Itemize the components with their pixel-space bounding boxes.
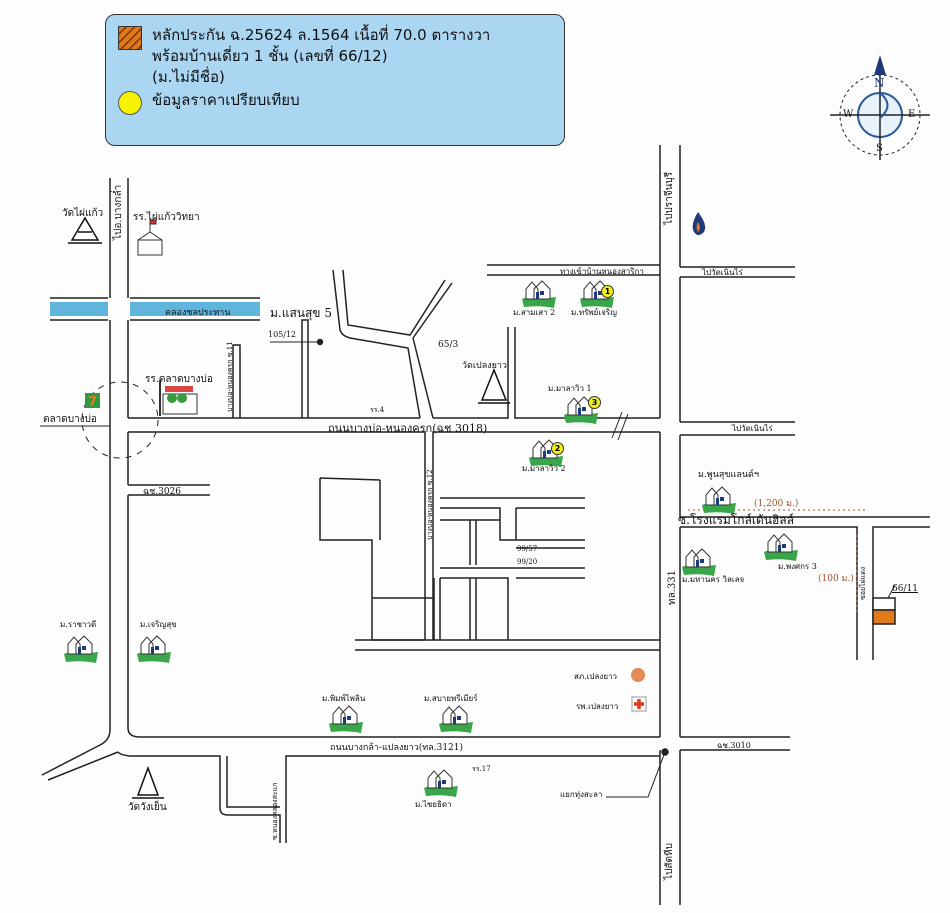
road-bangkham-right — [127, 178, 660, 738]
label-hospital-plongyao: รพ.เปลงยาว — [576, 702, 619, 711]
comparable-swatch-icon — [118, 91, 142, 115]
map-legend: หลักประกัน ฉ.25624 ล.1564 เนื้อที่ 70.0 … — [105, 14, 565, 146]
label-school-17: รร.17 — [472, 765, 491, 773]
label-mu-rachawadi: ม.ราชาวดี — [60, 620, 97, 629]
village-house-icon — [562, 393, 602, 425]
label-jch3026: ฉช.3026 — [143, 487, 182, 497]
village-house-icon — [520, 277, 560, 309]
village-house-icon — [327, 702, 367, 734]
label-99-57: 99/57 — [517, 545, 538, 553]
label-soi-nongkhrok-bottom: ซ.หนองคลองสะแก — [271, 782, 279, 840]
label-wat-phai-kaeo: วัดไผ่แก้ว — [62, 208, 104, 219]
label-school-4: รร.4 — [370, 406, 385, 414]
label-mu-sabaiburi: ม.สบายพรีเมียร์ — [424, 694, 478, 703]
label-mu-saensuk5: ม.แสนสุข 5 — [270, 306, 332, 320]
village-house-icon — [62, 632, 102, 664]
label-mu-samsao2: ม.สามเสา 2 — [513, 308, 556, 317]
label-canal: คลองชลประทาน — [165, 308, 231, 318]
village-house-icon — [527, 436, 567, 468]
label-school-talat: รร.ตลาดบางบ่อ — [145, 374, 213, 385]
label-mu-malawin1: ม.มาลาวิว 1 — [548, 384, 592, 393]
temple-icon — [68, 216, 510, 799]
label-to-prachinburi: ไปปราจีนบุรี — [664, 171, 675, 225]
comparable-marker-1: 1 — [601, 285, 614, 298]
label-mu-phimpilai: ม.พิมพ์ไพลิน — [322, 694, 366, 703]
label-wat-wangyen: วัดวังเย็น — [128, 802, 167, 813]
comparable-marker-2: 2 — [551, 442, 564, 455]
gas-station-icon — [692, 212, 706, 235]
label-to-bang-kham: ไปอ.บางกล่ำ — [113, 184, 124, 240]
village-house-icon — [437, 702, 477, 734]
legend-comparable: ข้อมูลราคาเปรียบเทียบ — [152, 91, 300, 109]
seven-eleven-icon — [85, 393, 100, 408]
canal-left — [50, 302, 108, 316]
village-house-icon — [762, 530, 802, 562]
label-police-plongyao: สภ.เปลงยาว — [574, 672, 617, 681]
label-105-12: 105/12 — [268, 330, 297, 339]
label-mu-phunsuk: ม.พูนสุขแลนด์ฯ — [698, 470, 759, 480]
label-to-wat-noenrai1: ไปวัดเนินไร่ — [702, 268, 743, 277]
school-talat-icon — [159, 380, 198, 416]
label-65-3: 65/3 — [438, 340, 459, 350]
legend-subject-line1: หลักประกัน ฉ.25624 ล.1564 เนื้อที่ 70.0 … — [152, 26, 491, 44]
label-99-20: 99/20 — [517, 558, 538, 566]
svg-text:7: 7 — [88, 395, 97, 410]
label-to-sadhin: ไปสัตหีบ — [664, 843, 675, 880]
road-bangkham-left — [41, 178, 111, 776]
label-talat-bangbo: ตลาดบางบ่อ — [43, 414, 97, 425]
label-mu-chaiyathida: ม.ไชยธิดา — [415, 800, 452, 809]
label-soi-phaidaeng: ซอยไผ่แดง — [859, 566, 867, 600]
label-entry-nongsarika: ทางเข้าบ้านหนองสาริกา — [560, 267, 644, 276]
canal-right — [130, 302, 260, 316]
comparable-marker-3: 3 — [588, 396, 601, 409]
village-house-icon — [135, 632, 175, 664]
label-tl331: ทล.331 — [667, 570, 678, 605]
police-icon — [631, 668, 645, 682]
label-jch3010: ฉช.3010 — [717, 741, 751, 750]
village-house-icon — [422, 766, 462, 798]
label-dist-100: (100 ม.) — [818, 574, 854, 584]
school-icon — [137, 219, 163, 256]
compass-e: E — [908, 109, 916, 120]
village-house-icon — [680, 545, 720, 577]
compass-icon — [830, 55, 930, 160]
label-soi-hotel: ซ.โรงแรมโกล์เด้นฮิลล์ — [678, 513, 794, 527]
village-house-icon — [700, 483, 740, 515]
subject-swatch-icon — [118, 26, 142, 50]
label-bottom-road: ถนนบางกล้า-แปลงยาว(ทล.3121) — [330, 743, 464, 753]
label-main-road: ถนนบางบ่อ-หนองครก(ฉช 3018) — [328, 422, 488, 435]
legend-subject-line2: พร้อมบ้านเดี่ยว 1 ชั้น (เลขที่ 66/12) — [152, 47, 388, 65]
label-66-11: 66/11 — [892, 584, 918, 594]
label-mu-charoensuk: ม.เจริญสุข — [140, 620, 177, 629]
subject-plot-marker — [872, 609, 896, 625]
label-mu-sapcharoen: ม.ทรัพย์เจริญ — [571, 308, 617, 317]
label-dist-1200: (1,200 ม.) — [754, 499, 799, 509]
label-soi-nongkhrok12: บางบ่อ-หนองครก ซ.12 — [426, 469, 434, 540]
label-to-wat-noenrai2: ไปวัดเนินไร่ — [732, 424, 773, 433]
label-school-phai-kaeo: รร.ไผ่แก้ววิทยา — [133, 212, 200, 223]
label-yaek-thungsala: แยกทุ่งสะลา — [560, 790, 603, 799]
label-soi-nongkhrok11: บางบ่อ-หนองครก ซ.11 — [226, 341, 234, 412]
compass-w: W — [843, 109, 854, 120]
label-mu-phongsakorn3: ม.พงศกร 3 — [778, 562, 817, 571]
label-mu-malawin2: ม.มาลาวิว 2 — [522, 464, 566, 473]
compass-s: S — [876, 143, 883, 154]
label-mu-mahanakhon: ม.มหานคร วิลเลจ — [682, 575, 745, 584]
legend-subject-line3: (ม.ไม่มีชื่อ) — [152, 68, 225, 86]
compass-n: N — [874, 76, 885, 90]
label-wat-plongyao: วัดเปลงยาว — [462, 361, 507, 371]
